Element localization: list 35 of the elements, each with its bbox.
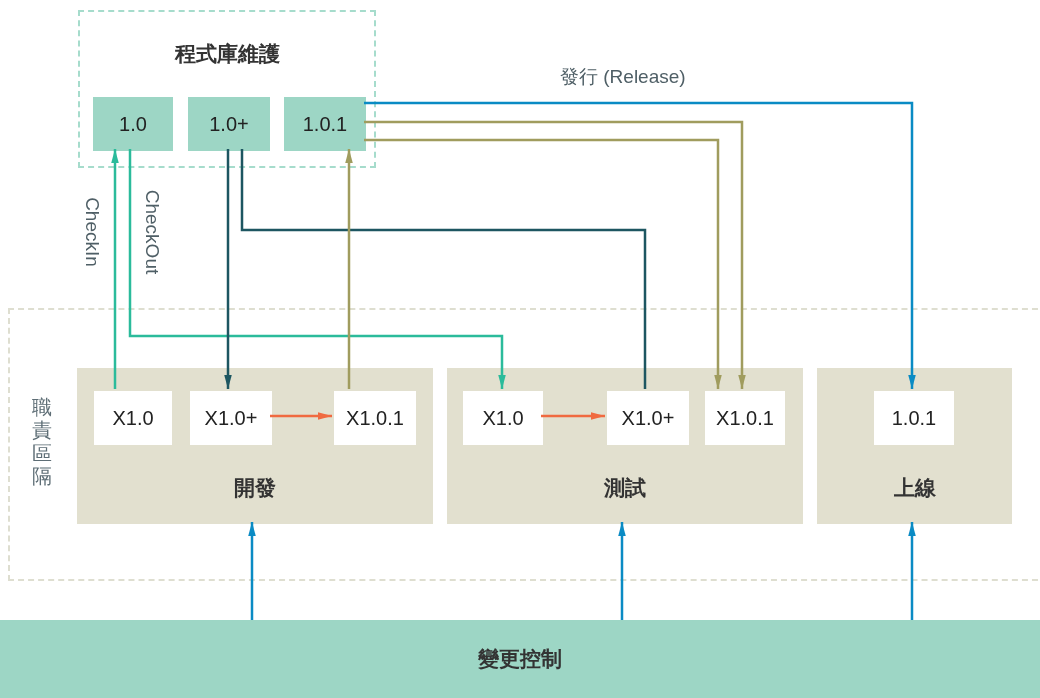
arrow <box>364 101 916 389</box>
banner-bar: 變更控制 <box>0 620 1040 698</box>
version-card: X1.0+ <box>190 391 272 445</box>
version-card: 1.0.1 <box>284 97 366 151</box>
version-card: X1.0 <box>94 391 172 445</box>
version-card: X1.0+ <box>607 391 689 445</box>
group-title: 程式庫維護 <box>173 41 281 67</box>
arrow <box>541 412 605 420</box>
stage-panel <box>817 368 1012 524</box>
dashed-group-frame <box>8 308 1040 581</box>
edge-label: CheckIn <box>81 197 103 267</box>
connector-line <box>240 149 647 389</box>
dashed-group-frame <box>78 10 376 168</box>
version-card: 1.0+ <box>188 97 270 151</box>
arrow <box>111 149 119 389</box>
version-card: 1.0.1 <box>874 391 954 445</box>
version-card: X1.0 <box>463 391 543 445</box>
arrow <box>345 149 353 389</box>
edge-label: CheckOut <box>141 189 163 275</box>
version-card: 1.0 <box>93 97 173 151</box>
group-title: 上線 <box>892 475 937 501</box>
version-card: X1.0.1 <box>705 391 785 445</box>
group-title: 職責區隔 <box>32 396 52 488</box>
arrow <box>908 522 916 620</box>
arrow <box>224 149 232 389</box>
arrow <box>618 522 626 620</box>
version-card: X1.0.1 <box>334 391 416 445</box>
stage-panel <box>77 368 433 524</box>
group-title: 開發 <box>233 475 277 501</box>
stage-panel <box>447 368 803 524</box>
arrow <box>270 412 332 420</box>
arrow <box>248 522 256 620</box>
arrow <box>128 149 506 389</box>
edge-label: 發行 (Release) <box>560 65 686 89</box>
group-title: 測試 <box>603 475 647 501</box>
